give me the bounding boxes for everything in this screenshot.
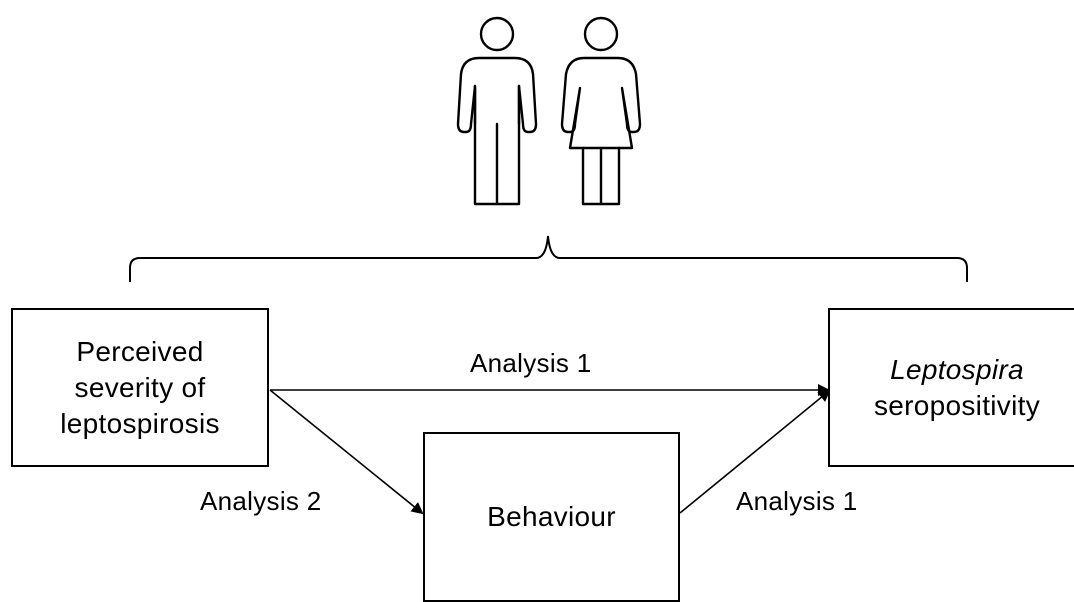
diagram-connectors (129, 16, 968, 515)
edge-label-analysis-2: Analysis 2 (200, 486, 322, 516)
arrow-behaviour-to-leptospira (679, 389, 831, 514)
woman-icon (560, 16, 642, 206)
perceived-severity-box: Perceived severity of leptospirosis (11, 308, 269, 467)
arrow-perceived-to-behaviour (269, 389, 424, 515)
study-diagram: Perceived severity of leptospirosis Lept… (11, 16, 1074, 602)
leptospira-line-1: Leptospira (890, 353, 1024, 385)
behaviour-box: Behaviour (423, 432, 680, 602)
leptospira-line-2: seropositivity (873, 389, 1041, 421)
perceived-line-1: Perceived (76, 335, 204, 367)
perceived-line-2: severity of (74, 371, 206, 403)
leptospira-seropositivity-box: Leptospira seropositivity (828, 308, 1074, 467)
behaviour-label: Behaviour (487, 501, 616, 532)
man-icon (456, 16, 538, 206)
group-brace (129, 235, 968, 282)
edge-label-analysis-1-bottom: Analysis 1 (736, 486, 858, 516)
edge-label-analysis-1-top: Analysis 1 (470, 348, 592, 378)
perceived-line-3: leptospirosis (60, 407, 220, 439)
